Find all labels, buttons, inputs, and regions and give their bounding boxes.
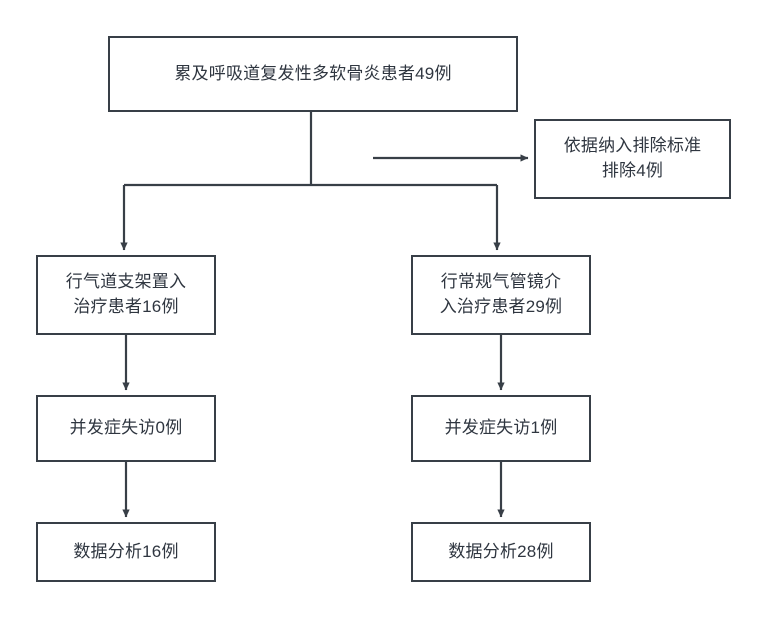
node-data-analysis-left: 数据分析16例 <box>36 522 216 582</box>
node-bronchoscopy-treatment: 行常规气管镜介 入治疗患者29例 <box>411 255 591 335</box>
node-loss-to-followup-left: 并发症失访0例 <box>36 395 216 462</box>
node-stent-treatment: 行气道支架置入 治疗患者16例 <box>36 255 216 335</box>
node-data-analysis-right: 数据分析28例 <box>411 522 591 582</box>
node-loss-to-followup-right: 并发症失访1例 <box>411 395 591 462</box>
node-cohort: 累及呼吸道复发性多软骨炎患者49例 <box>108 36 518 112</box>
node-excluded: 依据纳入排除标准 排除4例 <box>534 119 731 199</box>
